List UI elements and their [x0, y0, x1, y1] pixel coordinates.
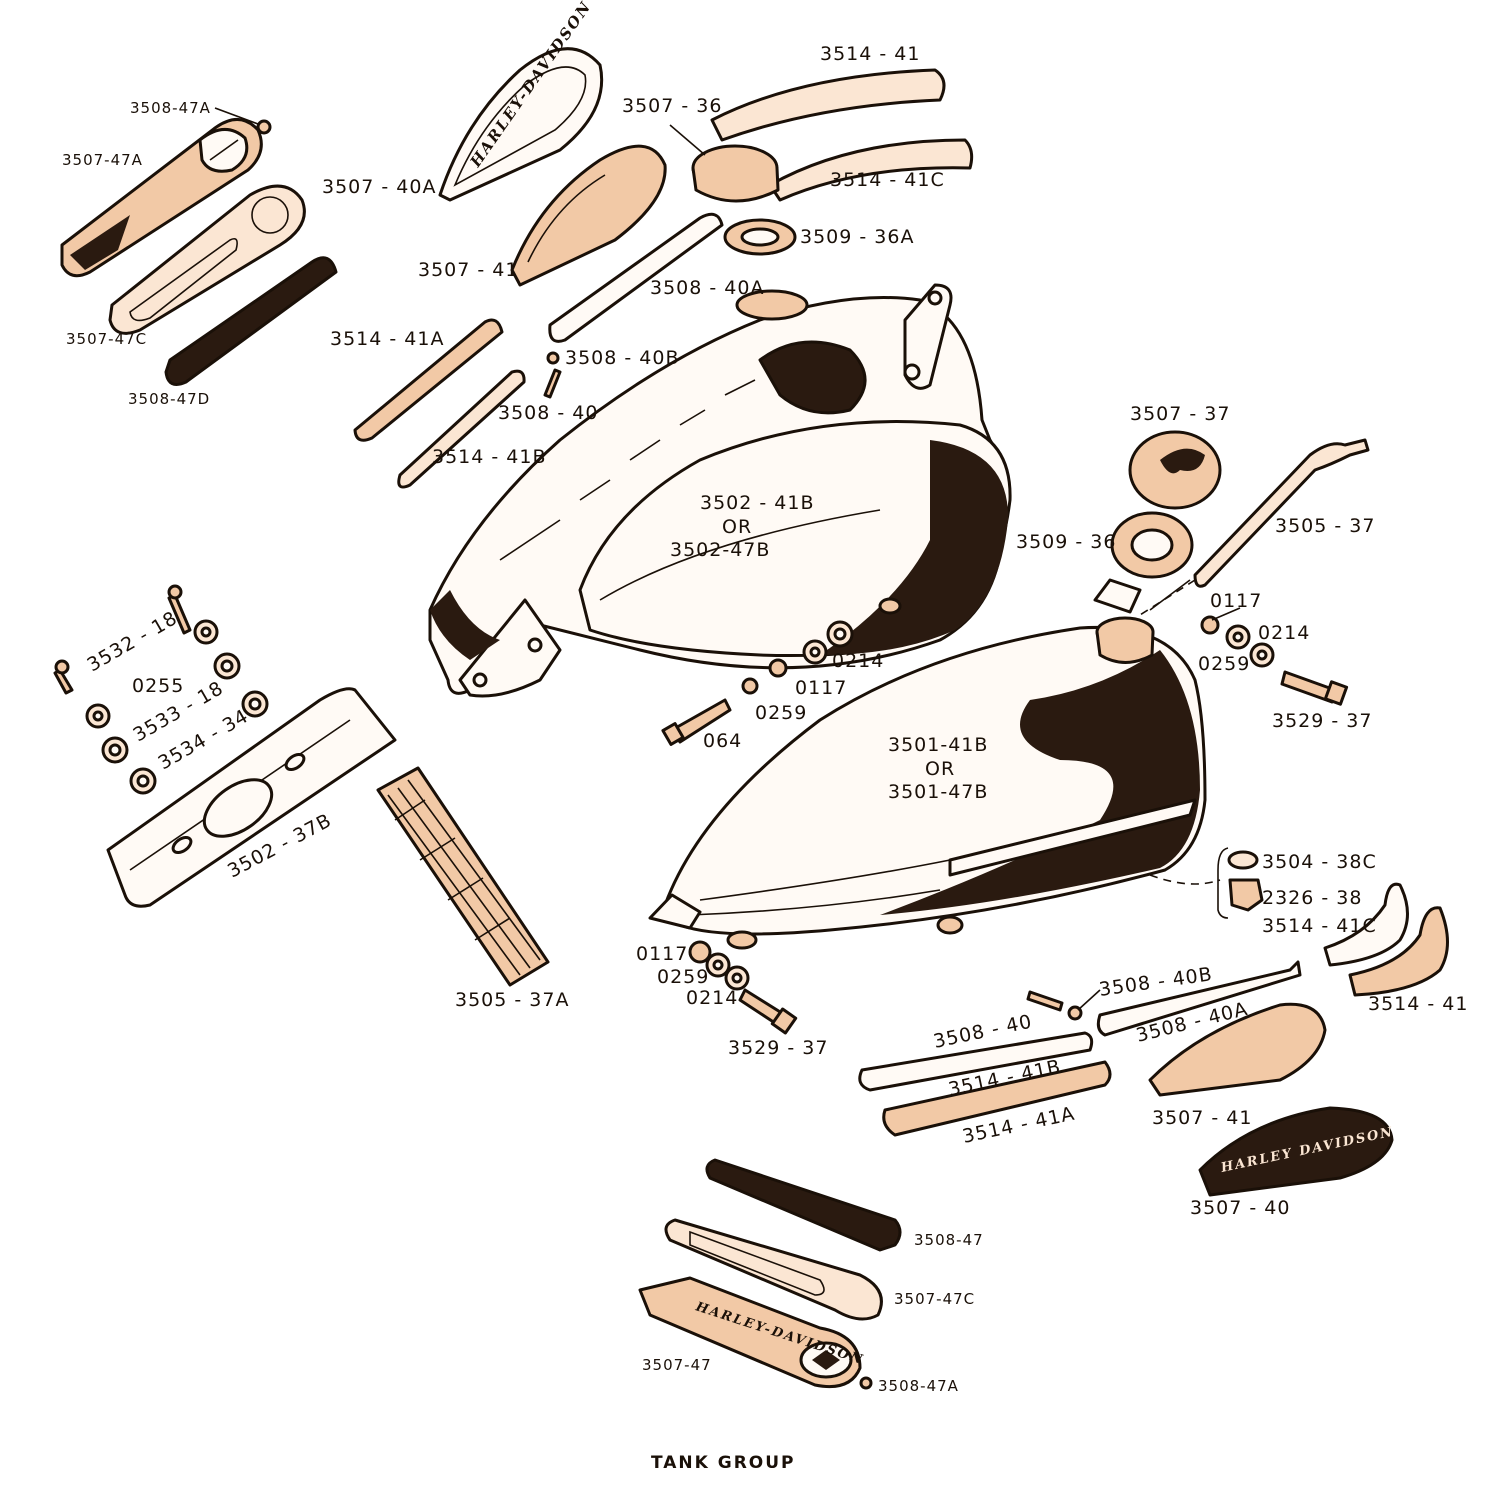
- label-0214-right: 0214: [1258, 622, 1310, 644]
- left-tank-label-line-1: 3502 - 41B: [700, 492, 815, 514]
- right-cap-group: [1110, 430, 1370, 616]
- label-3514-41-lower: 3514 - 41: [1368, 993, 1468, 1015]
- strip-3508-40a-lower: [1096, 960, 1302, 1037]
- label-0259-right: 0259: [1198, 653, 1250, 675]
- label-3507-47c-upper: 3507-47C: [66, 330, 147, 348]
- label-3507-47: 3507-47: [642, 1356, 712, 1374]
- tank-strips-upper: [353, 68, 974, 489]
- tank-strips-lower: HARLEY DAVIDSON: [858, 882, 1449, 1197]
- knee-pad-group-upper: [60, 107, 338, 386]
- label-0259-lower: 0259: [657, 966, 709, 988]
- bar-3508-47d: [164, 256, 338, 386]
- label-3508-47a-upper: 3508-47A: [130, 99, 211, 117]
- bar-3508-47: [705, 1158, 902, 1252]
- diagram-caption: TANK GROUP: [651, 1453, 796, 1473]
- emblem-3507-40a: [438, 47, 604, 202]
- label-0117-lower: 0117: [636, 943, 688, 965]
- label-3507-40a: 3507 - 40A: [322, 176, 436, 198]
- label-3509-36: 3509 - 36: [1016, 531, 1116, 553]
- label-3507-40: 3507 - 40: [1190, 1197, 1290, 1219]
- label-3514-41b-upper: 3514 - 41B: [432, 446, 547, 468]
- label-3508-47a-lower: 3508-47A: [878, 1377, 959, 1395]
- left-tank: 3502 - 41B OR 3502-47B: [428, 283, 1012, 698]
- label-3507-41-upper: 3507 - 41: [418, 259, 518, 281]
- label-3529-37-lower: 3529 - 37: [728, 1037, 828, 1059]
- right-tank-label-line-3: 3501-47B: [888, 781, 988, 803]
- strip-3514-41: [710, 68, 946, 142]
- strip-3508-40a: [548, 212, 724, 343]
- label-0117-right: 0117: [1210, 590, 1262, 612]
- strip-3514-41c: [768, 138, 974, 202]
- strip-3514-41a: [353, 318, 504, 442]
- label-3508-40a-upper: 3508 - 40A: [650, 277, 764, 299]
- label-3505-37: 3505 - 37: [1275, 515, 1375, 537]
- right-tank-hardware: [1200, 615, 1349, 919]
- emblem-group-upper: HARLEY-DAVIDSON: [438, 0, 667, 287]
- label-3504-38c: 3504 - 38C: [1262, 851, 1377, 873]
- screw-3508-40: [543, 368, 562, 399]
- label-3507-41-lower: 3507 - 41: [1152, 1107, 1252, 1129]
- label-0214-lower: 0214: [686, 987, 738, 1009]
- label-3514-41c-lower: 3514 - 41C: [1262, 915, 1377, 937]
- strip-3514-41-lower: [1348, 906, 1449, 997]
- strip-3514-41b: [397, 369, 526, 489]
- pad-3507-47c: [108, 184, 306, 335]
- label-3508-40-upper: 3508 - 40: [498, 402, 598, 424]
- screw-3508-47a: [256, 119, 272, 135]
- strip-3514-41a-lower: [882, 1060, 1112, 1137]
- right-tank-label-line-2: OR: [925, 758, 955, 780]
- label-3514-41a-upper: 3514 - 41A: [330, 328, 444, 350]
- screw-3508-47a-lower: [859, 1376, 873, 1390]
- knee-pad-group-lower: HARLEY-DAVIDSON: [638, 1158, 902, 1390]
- label-3507-47a: 3507-47A: [62, 151, 143, 169]
- right-tank-label-line-1: 3501-41B: [888, 734, 988, 756]
- label-0255: 0255: [132, 675, 184, 697]
- label-3514-41c-upper: 3514 - 41C: [830, 169, 945, 191]
- label-3509-36a: 3509 - 36A: [800, 226, 914, 248]
- strip-3514-41c-lower: [1323, 882, 1409, 967]
- label-3505-37a: 3505 - 37A: [455, 989, 569, 1011]
- label-0259-left: 0259: [755, 702, 807, 724]
- label-3508-47d: 3508-47D: [128, 390, 210, 408]
- clip-3508-40b: [546, 351, 560, 365]
- rod-3505-37: [1193, 438, 1370, 588]
- label-064: 064: [703, 730, 742, 752]
- label-3514-41-upper: 3514 - 41: [820, 43, 920, 65]
- screw-3508-40-lower: [1026, 990, 1064, 1012]
- bracket-group: [53, 584, 550, 987]
- label-3507-47c-lower: 3507-47C: [894, 1290, 975, 1308]
- gasket-3507-41-lower: [1148, 1002, 1327, 1097]
- right-tank: 3501-41B OR 3501-47B: [648, 578, 1221, 950]
- leader-lines: [1077, 579, 1241, 1011]
- label-3508-40b-upper: 3508 - 40B: [565, 347, 680, 369]
- label-0117-left: 0117: [795, 677, 847, 699]
- label-2326-38: 2326 - 38: [1262, 887, 1362, 909]
- label-3529-37-upper: 3529 - 37: [1272, 710, 1372, 732]
- left-tank-hardware: [661, 620, 854, 746]
- pad-3507-47c-lower: [664, 1218, 883, 1321]
- left-tank-label-line-2: OR: [722, 516, 752, 538]
- label-3532-18: 3532 - 18: [84, 607, 182, 676]
- left-tank-label-line-3: 3502-47B: [670, 539, 770, 561]
- label-0214-left: 0214: [832, 650, 884, 672]
- strip-3514-41b-lower: [858, 1031, 1094, 1092]
- emblem-3507-40: [1198, 1106, 1394, 1197]
- gasket-3507-41: [510, 144, 667, 287]
- label-3507-37: 3507 - 37: [1130, 403, 1230, 425]
- label-3507-36: 3507 - 36: [622, 95, 722, 117]
- label-3508-47: 3508-47: [914, 1231, 984, 1249]
- lower-hardware: [688, 940, 798, 1035]
